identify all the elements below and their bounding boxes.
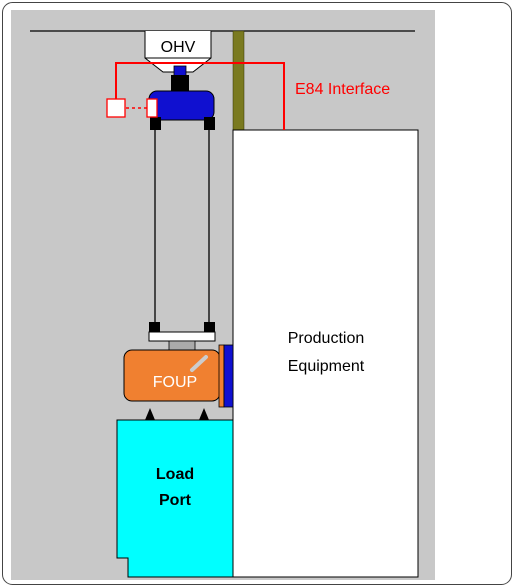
foup-label: FOUP: [153, 374, 197, 391]
ohv-sensor-tag: [146, 98, 158, 118]
e84-interface-label: E84 Interface: [295, 81, 390, 98]
foup-handle: [168, 340, 196, 351]
ohv-label: OHV: [161, 39, 196, 56]
production-label-1: Production: [288, 330, 365, 347]
foup-icon: [123, 344, 234, 408]
sensor-box-icon: [106, 98, 126, 118]
hoist-grip-plate: [148, 331, 216, 342]
olive-post: [232, 30, 245, 131]
kinematic-pin-right: [199, 408, 209, 420]
load-port: [116, 419, 234, 578]
ohv-gripper-stem: [171, 75, 189, 93]
kinematic-pin-left: [145, 408, 155, 420]
load-port-label-1: Load: [156, 466, 194, 483]
production-equipment: [232, 129, 419, 578]
production-label-2: Equipment: [288, 358, 365, 375]
e84-signal-line: [115, 62, 285, 130]
load-port-label-2: Port: [159, 492, 192, 509]
